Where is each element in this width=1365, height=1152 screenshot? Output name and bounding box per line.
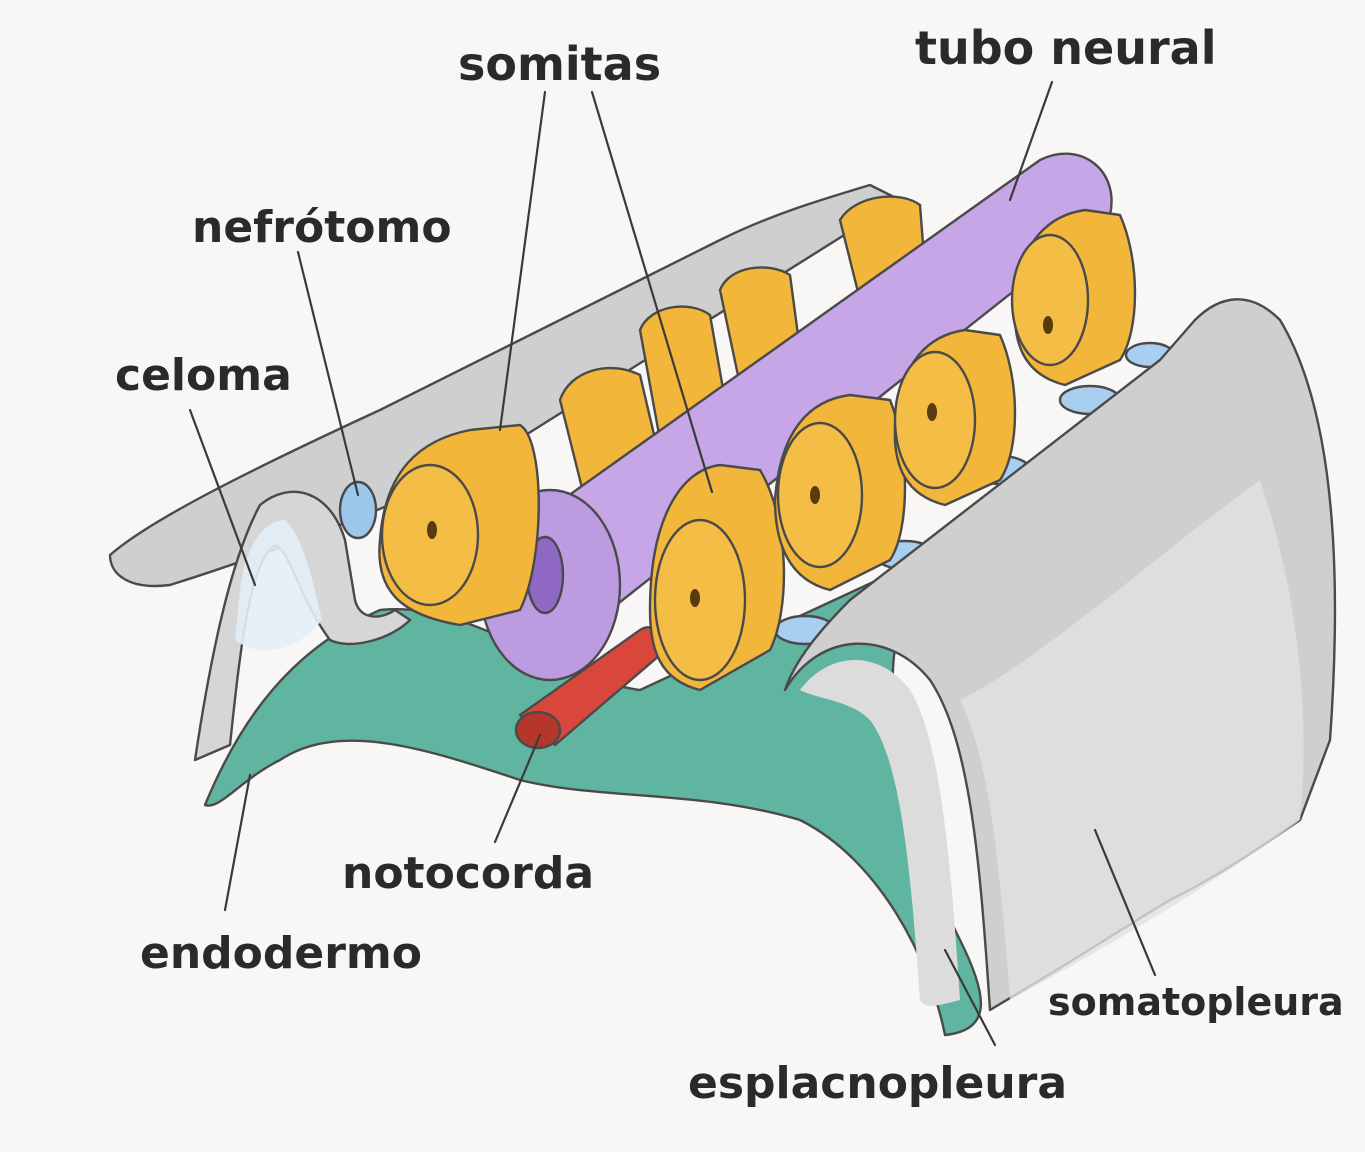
nephrotome <box>340 482 376 538</box>
label-tubo-neural: tubo neural <box>915 21 1216 75</box>
label-notocorda: notocorda <box>342 848 594 899</box>
label-celoma: celoma <box>115 350 292 401</box>
label-nefrotomo: nefrótomo <box>192 202 452 253</box>
label-endodermo: endodermo <box>140 928 422 979</box>
label-somatopleura: somatopleura <box>1048 980 1344 1024</box>
label-esplacnopleura: esplacnopleura <box>688 1058 1067 1109</box>
label-somitas: somitas <box>458 37 661 91</box>
